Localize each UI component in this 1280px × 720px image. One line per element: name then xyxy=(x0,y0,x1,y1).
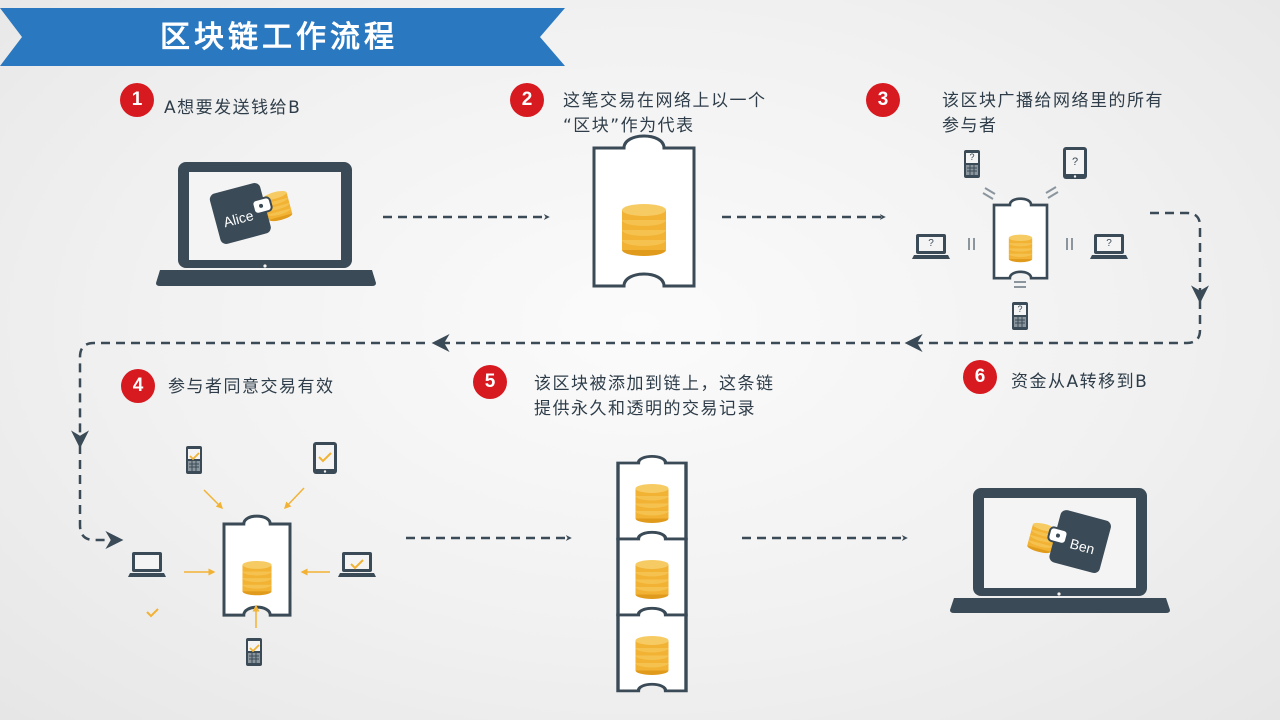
step-3-caption: 该区块广播给网络里的所有 参与者 xyxy=(942,89,1164,139)
step-5-line-2: 提供永久和透明的交易记录 xyxy=(534,399,756,419)
step-2-number: 2 xyxy=(510,83,544,117)
broadcast-block-icon xyxy=(992,197,1049,280)
step-2-line-2: “区块”作为代表 xyxy=(563,116,695,136)
svg-text:?: ? xyxy=(1106,238,1112,249)
flow-arrow-3d xyxy=(71,341,425,449)
step-6-caption: 资金从A转移到B xyxy=(1011,370,1148,395)
step-6-number: 6 xyxy=(963,360,997,394)
flow-arrow-3b xyxy=(904,300,1202,352)
flow-arrow-3a xyxy=(1150,211,1209,304)
step-3-number: 3 xyxy=(866,83,900,117)
check-icon xyxy=(350,559,364,570)
check-icon xyxy=(318,452,332,463)
svg-text:?: ? xyxy=(928,238,934,249)
consensus-arrows xyxy=(184,487,330,628)
check-icon xyxy=(189,452,200,461)
phone-icon xyxy=(185,445,203,475)
block-puzzle-icon xyxy=(592,134,696,288)
check-icon xyxy=(249,644,260,653)
step-5-number: 5 xyxy=(473,365,507,399)
step-4-number: 4 xyxy=(121,369,155,403)
ben-label: Ben xyxy=(1068,535,1096,557)
check-icon xyxy=(146,608,159,618)
blockchain-chain-icon xyxy=(616,454,688,693)
step-4-caption: 参与者同意交易有效 xyxy=(168,375,335,400)
step-5-caption: 该区块被添加到链上，这条链 提供永久和透明的交易记录 xyxy=(534,372,775,422)
alice-wallet-icon xyxy=(209,182,294,244)
page-title: 区块链工作流程 xyxy=(160,20,398,55)
step-6-line-1: 资金从A转移到B xyxy=(1011,372,1149,392)
step-1-caption: A想要发送钱给B xyxy=(164,96,301,121)
svg-text:?: ? xyxy=(969,152,974,162)
step-3-line-1: 该区块广播给网络里的所有 xyxy=(942,91,1164,111)
alice-label: Alice xyxy=(222,207,256,230)
step-3-line-2: 参与者 xyxy=(942,116,998,136)
phone-icon xyxy=(245,637,263,667)
step-5-line-1: 该区块被添加到链上，这条链 xyxy=(534,374,775,394)
consensus-block-icon xyxy=(222,514,292,617)
step-2-caption: 这笔交易在网络上以一个 “区块”作为代表 xyxy=(563,89,767,139)
laptop-icon xyxy=(128,552,166,577)
step-4-line-1: 参与者同意交易有效 xyxy=(168,377,335,397)
step-1-line-1: A想要发送钱给B xyxy=(164,98,302,118)
svg-text:?: ? xyxy=(1017,304,1022,314)
step-1-number: 1 xyxy=(120,83,154,117)
ben-wallet-icon xyxy=(1026,510,1111,574)
svg-text:?: ? xyxy=(1072,156,1078,168)
broadcast-signal-marks xyxy=(968,186,1073,288)
flow-arrow-3e xyxy=(78,445,124,549)
step-2-line-1: 这笔交易在网络上以一个 xyxy=(563,91,767,111)
title-banner xyxy=(0,8,565,66)
laptop-icon xyxy=(338,552,376,577)
